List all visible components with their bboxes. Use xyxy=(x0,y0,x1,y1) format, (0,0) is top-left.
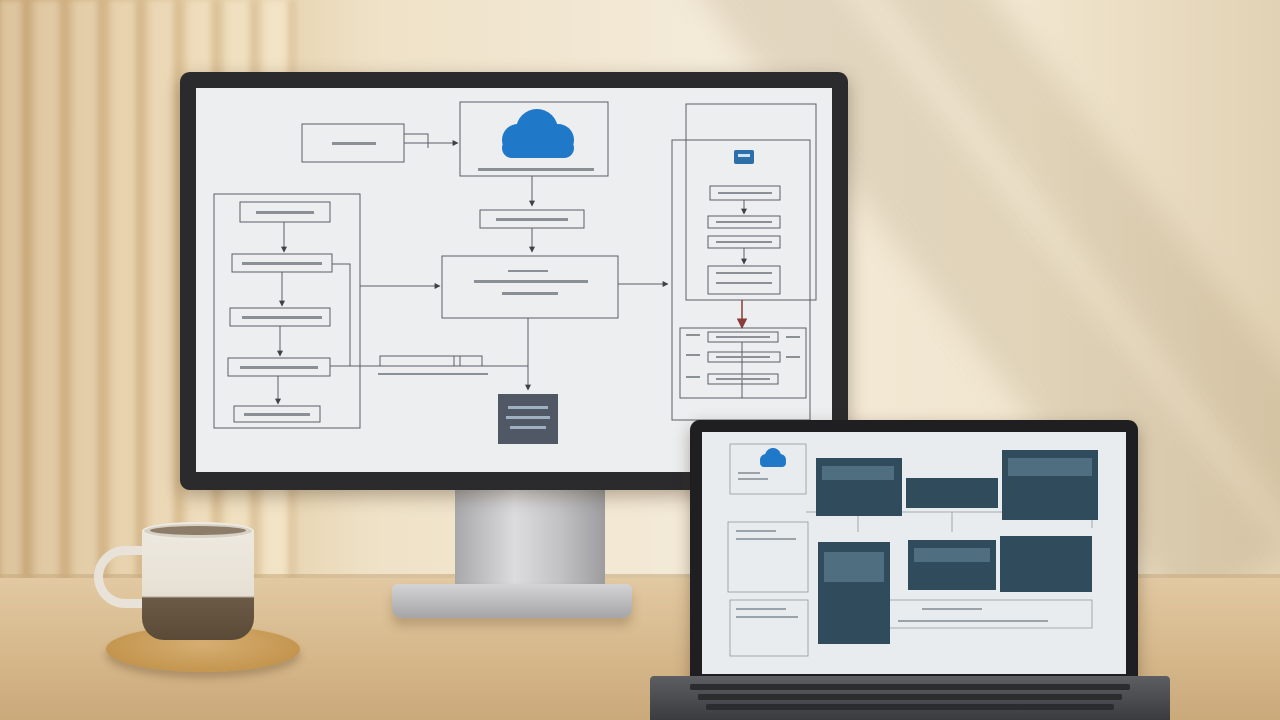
diagram-group xyxy=(685,103,817,301)
coffee-mug xyxy=(142,530,254,640)
diagram-node xyxy=(707,373,779,385)
monitor-stand-foot xyxy=(392,584,632,618)
diagram-group xyxy=(679,327,807,399)
diagram-node xyxy=(707,351,781,363)
monitor-screen xyxy=(196,88,832,472)
image-panel xyxy=(906,478,998,508)
diagram-node xyxy=(707,265,781,295)
monitor-stand-neck xyxy=(455,490,605,592)
diagram-node xyxy=(379,355,461,367)
laptop-screen xyxy=(702,432,1126,674)
cloud-icon xyxy=(502,109,574,158)
cloud-icon xyxy=(760,448,786,467)
diagram-node xyxy=(227,357,331,377)
diagram-node xyxy=(709,185,781,201)
diagram-node xyxy=(707,331,779,343)
mug-coffee xyxy=(150,526,246,535)
architecture-diagram xyxy=(213,101,817,444)
desk-edge xyxy=(0,574,1280,580)
diagram-group xyxy=(213,193,361,429)
image-panel xyxy=(908,540,996,590)
app-icon xyxy=(734,150,754,164)
laptop-dashboard xyxy=(727,443,1098,657)
diagram-node xyxy=(239,201,331,223)
diagram-node xyxy=(459,101,609,177)
image-panel xyxy=(1000,536,1092,592)
diagram-node xyxy=(453,355,483,367)
diagram-node xyxy=(233,405,321,423)
mug-handle xyxy=(94,546,156,608)
diagram-node xyxy=(707,215,781,229)
diagram-node xyxy=(441,255,619,319)
laptop-keyboard-deck xyxy=(650,676,1170,720)
